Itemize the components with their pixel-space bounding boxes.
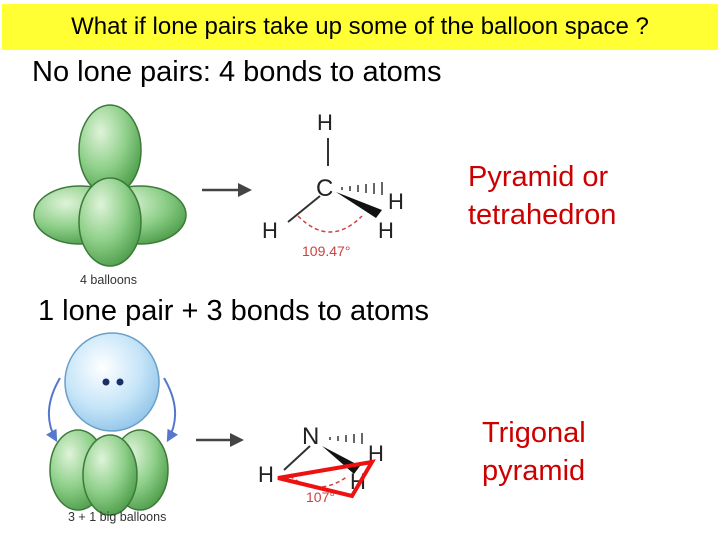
label-trigonal-pyramid: Trigonal pyramid	[482, 414, 586, 490]
label-tetrahedron-line-2: tetrahedron	[468, 199, 617, 231]
lone-pair-electron-2	[116, 378, 124, 386]
ammonia-structure: N H H H 107°	[258, 423, 384, 505]
atom-h-left: H	[262, 218, 278, 243]
label-trigonal-line-2: pyramid	[482, 455, 586, 487]
arrow-right-2	[196, 433, 244, 447]
angle-label-tetrahedral: 109.47°	[302, 243, 350, 259]
caption-lone-pair-balloons: 3 + 1 big balloons	[68, 510, 166, 524]
label-tetrahedron: Pyramid or tetrahedron	[468, 158, 616, 234]
atom-c: C	[316, 175, 333, 202]
atom-h-bottom-right: H	[378, 218, 394, 243]
bond-n-h-left	[283, 445, 311, 471]
heading-no-lone-pairs: No lone pairs: 4 bonds to atoms	[32, 56, 442, 88]
lone-pair-balloons-figure	[46, 332, 178, 516]
bond-hash	[341, 182, 383, 195]
arrow-right-1	[202, 183, 252, 197]
atom-h-right: H	[388, 189, 404, 214]
squeeze-arrow-left	[46, 377, 61, 443]
angle-label-trigonal: 107°	[306, 489, 335, 505]
atom-h-top: H	[317, 110, 333, 135]
lone-pair-balloon	[64, 332, 160, 432]
lone-pair-electron-1	[102, 378, 110, 386]
four-balloons-figure	[33, 104, 187, 267]
atom-h-left-2: H	[258, 462, 274, 487]
balloon-front	[78, 177, 142, 267]
label-tetrahedron-line-1: Pyramid or	[468, 161, 609, 193]
methane-structure: C H H H H 109.47°	[262, 110, 404, 259]
bond-hash-2	[329, 433, 363, 444]
angle-arc	[297, 215, 363, 233]
caption-four-balloons: 4 balloons	[80, 273, 137, 287]
triangle-base-outline	[277, 459, 376, 499]
label-trigonal-line-1: Trigonal	[482, 417, 586, 449]
balloon-front-2	[82, 434, 138, 516]
atom-n: N	[302, 423, 319, 450]
slide-title: What if lone pairs take up some of the b…	[2, 4, 718, 50]
bond-c-h-left	[287, 195, 321, 223]
atom-h-right-2: H	[368, 441, 384, 466]
heading-one-lone-pair: 1 lone pair + 3 bonds to atoms	[38, 295, 429, 327]
bond-wedge	[336, 192, 382, 218]
squeeze-arrow-right	[163, 377, 178, 443]
